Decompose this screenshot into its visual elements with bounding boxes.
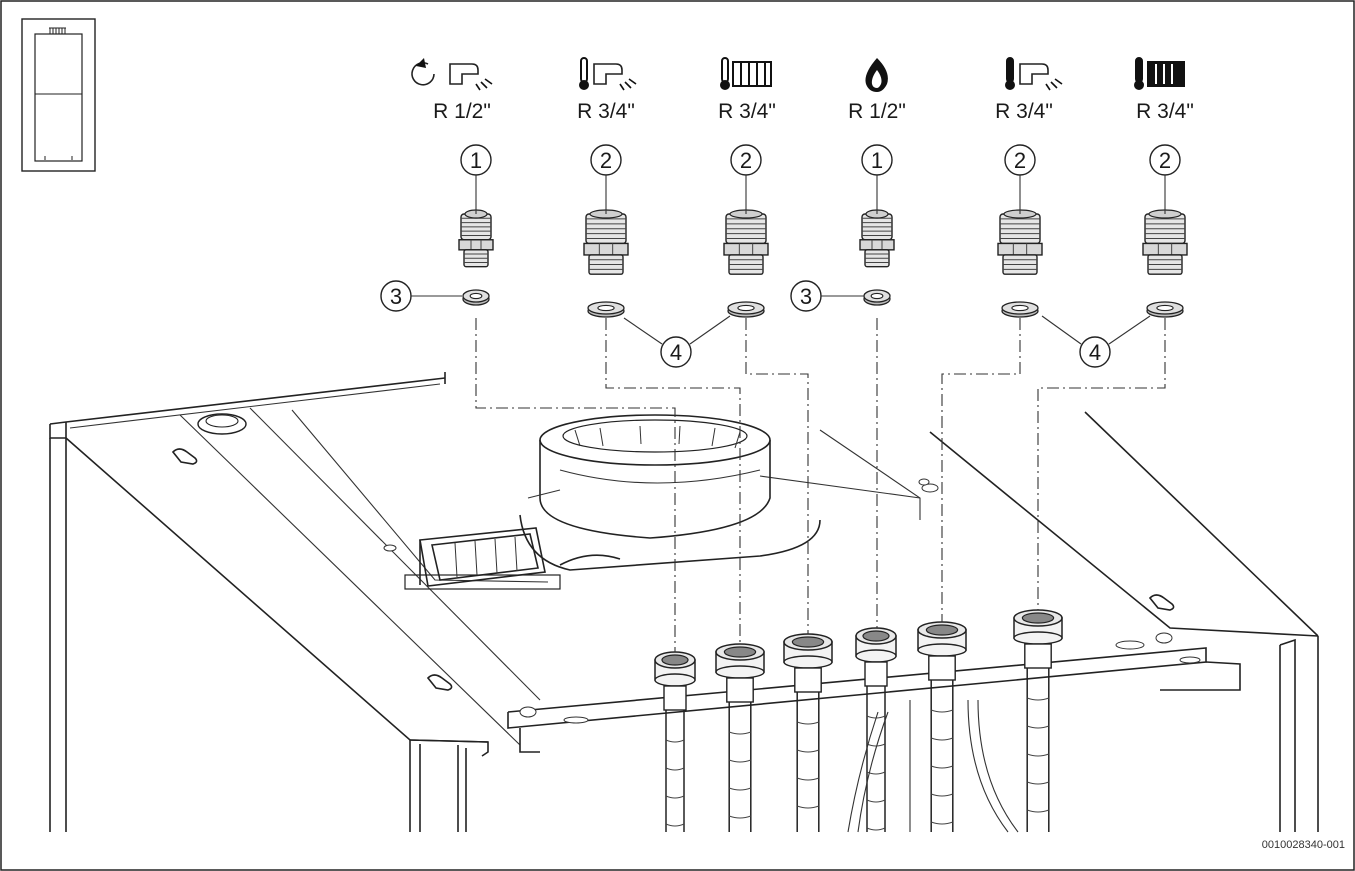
- size-label-1: R 1/2": [433, 100, 491, 123]
- stub-fitting-2: [715, 643, 765, 703]
- nipple-4: [859, 209, 895, 268]
- gas-flame-icon: [865, 58, 888, 92]
- hot-water-outlet-icon: [579, 57, 637, 91]
- nipple-3: [723, 209, 769, 275]
- washer-1: [462, 289, 490, 306]
- callout-nipple-6: 2: [1149, 144, 1181, 214]
- supply-pipes: [665, 668, 1050, 833]
- size-label-2: R 3/4": [577, 100, 635, 123]
- callout-washer-4-left: 4: [623, 315, 731, 368]
- connection-stubs: [654, 609, 1063, 711]
- nipple-2: [583, 209, 629, 275]
- routing-lines: [475, 318, 1166, 652]
- heating-flow-icon: [720, 57, 772, 90]
- washer-5: [1001, 301, 1039, 318]
- callout-washer-3-right: 3: [790, 280, 864, 312]
- callout-washer-4-right: 4: [1041, 315, 1151, 368]
- route-line-2: [605, 318, 741, 644]
- svg-text:3: 3: [390, 284, 402, 309]
- route-line-1: [475, 318, 676, 652]
- nipple-5: [997, 209, 1043, 275]
- svg-text:2: 2: [1014, 148, 1026, 173]
- svg-text:2: 2: [1159, 148, 1171, 173]
- figure-id: 0010028340-001: [1262, 839, 1345, 851]
- stub-fitting-6: [1013, 609, 1063, 669]
- stub-fitting-4: [855, 627, 897, 687]
- nipple-6: [1142, 209, 1188, 275]
- washer-3: [727, 301, 765, 318]
- callout-nipple-1: 1: [460, 144, 492, 214]
- boiler-housing: [49, 372, 1319, 832]
- nipple-1: [458, 209, 494, 268]
- connection-rail: [507, 632, 1241, 753]
- washer-2: [587, 301, 625, 318]
- flue-outlet: [519, 414, 821, 571]
- route-line-5: [941, 318, 1021, 622]
- size-label-6: R 3/4": [1136, 100, 1194, 123]
- svg-text:1: 1: [871, 148, 883, 173]
- cable-box: [404, 527, 561, 590]
- callout-nipple-2: 2: [590, 144, 622, 214]
- svg-text:4: 4: [1089, 340, 1101, 365]
- callout-nipple-5: 2: [1004, 144, 1036, 214]
- size-label-4: R 1/2": [848, 100, 906, 123]
- stub-fitting-1: [654, 651, 696, 711]
- cold-water-inlet-icon: [1005, 57, 1063, 91]
- unit-thumbnail: [21, 18, 96, 172]
- stub-fitting-5: [917, 621, 967, 681]
- route-line-6: [1037, 318, 1166, 610]
- callout-nipple-4: 1: [861, 144, 893, 214]
- svg-text:1: 1: [470, 148, 482, 173]
- callout-washer-3-left: 3: [380, 280, 462, 312]
- svg-text:2: 2: [740, 148, 752, 173]
- route-line-3: [745, 318, 809, 634]
- washer-4: [863, 289, 891, 306]
- heating-return-icon: [1134, 57, 1185, 90]
- callout-nipple-3: 2: [730, 144, 762, 214]
- circulation-hot-water-icon: [411, 58, 493, 91]
- svg-text:4: 4: [670, 340, 682, 365]
- washer-6: [1146, 301, 1184, 318]
- svg-text:2: 2: [600, 148, 612, 173]
- size-label-3: R 3/4": [718, 100, 776, 123]
- fittings: [458, 209, 1188, 318]
- stub-fitting-3: [783, 633, 833, 693]
- svg-text:3: 3: [800, 284, 812, 309]
- size-label-5: R 3/4": [995, 100, 1053, 123]
